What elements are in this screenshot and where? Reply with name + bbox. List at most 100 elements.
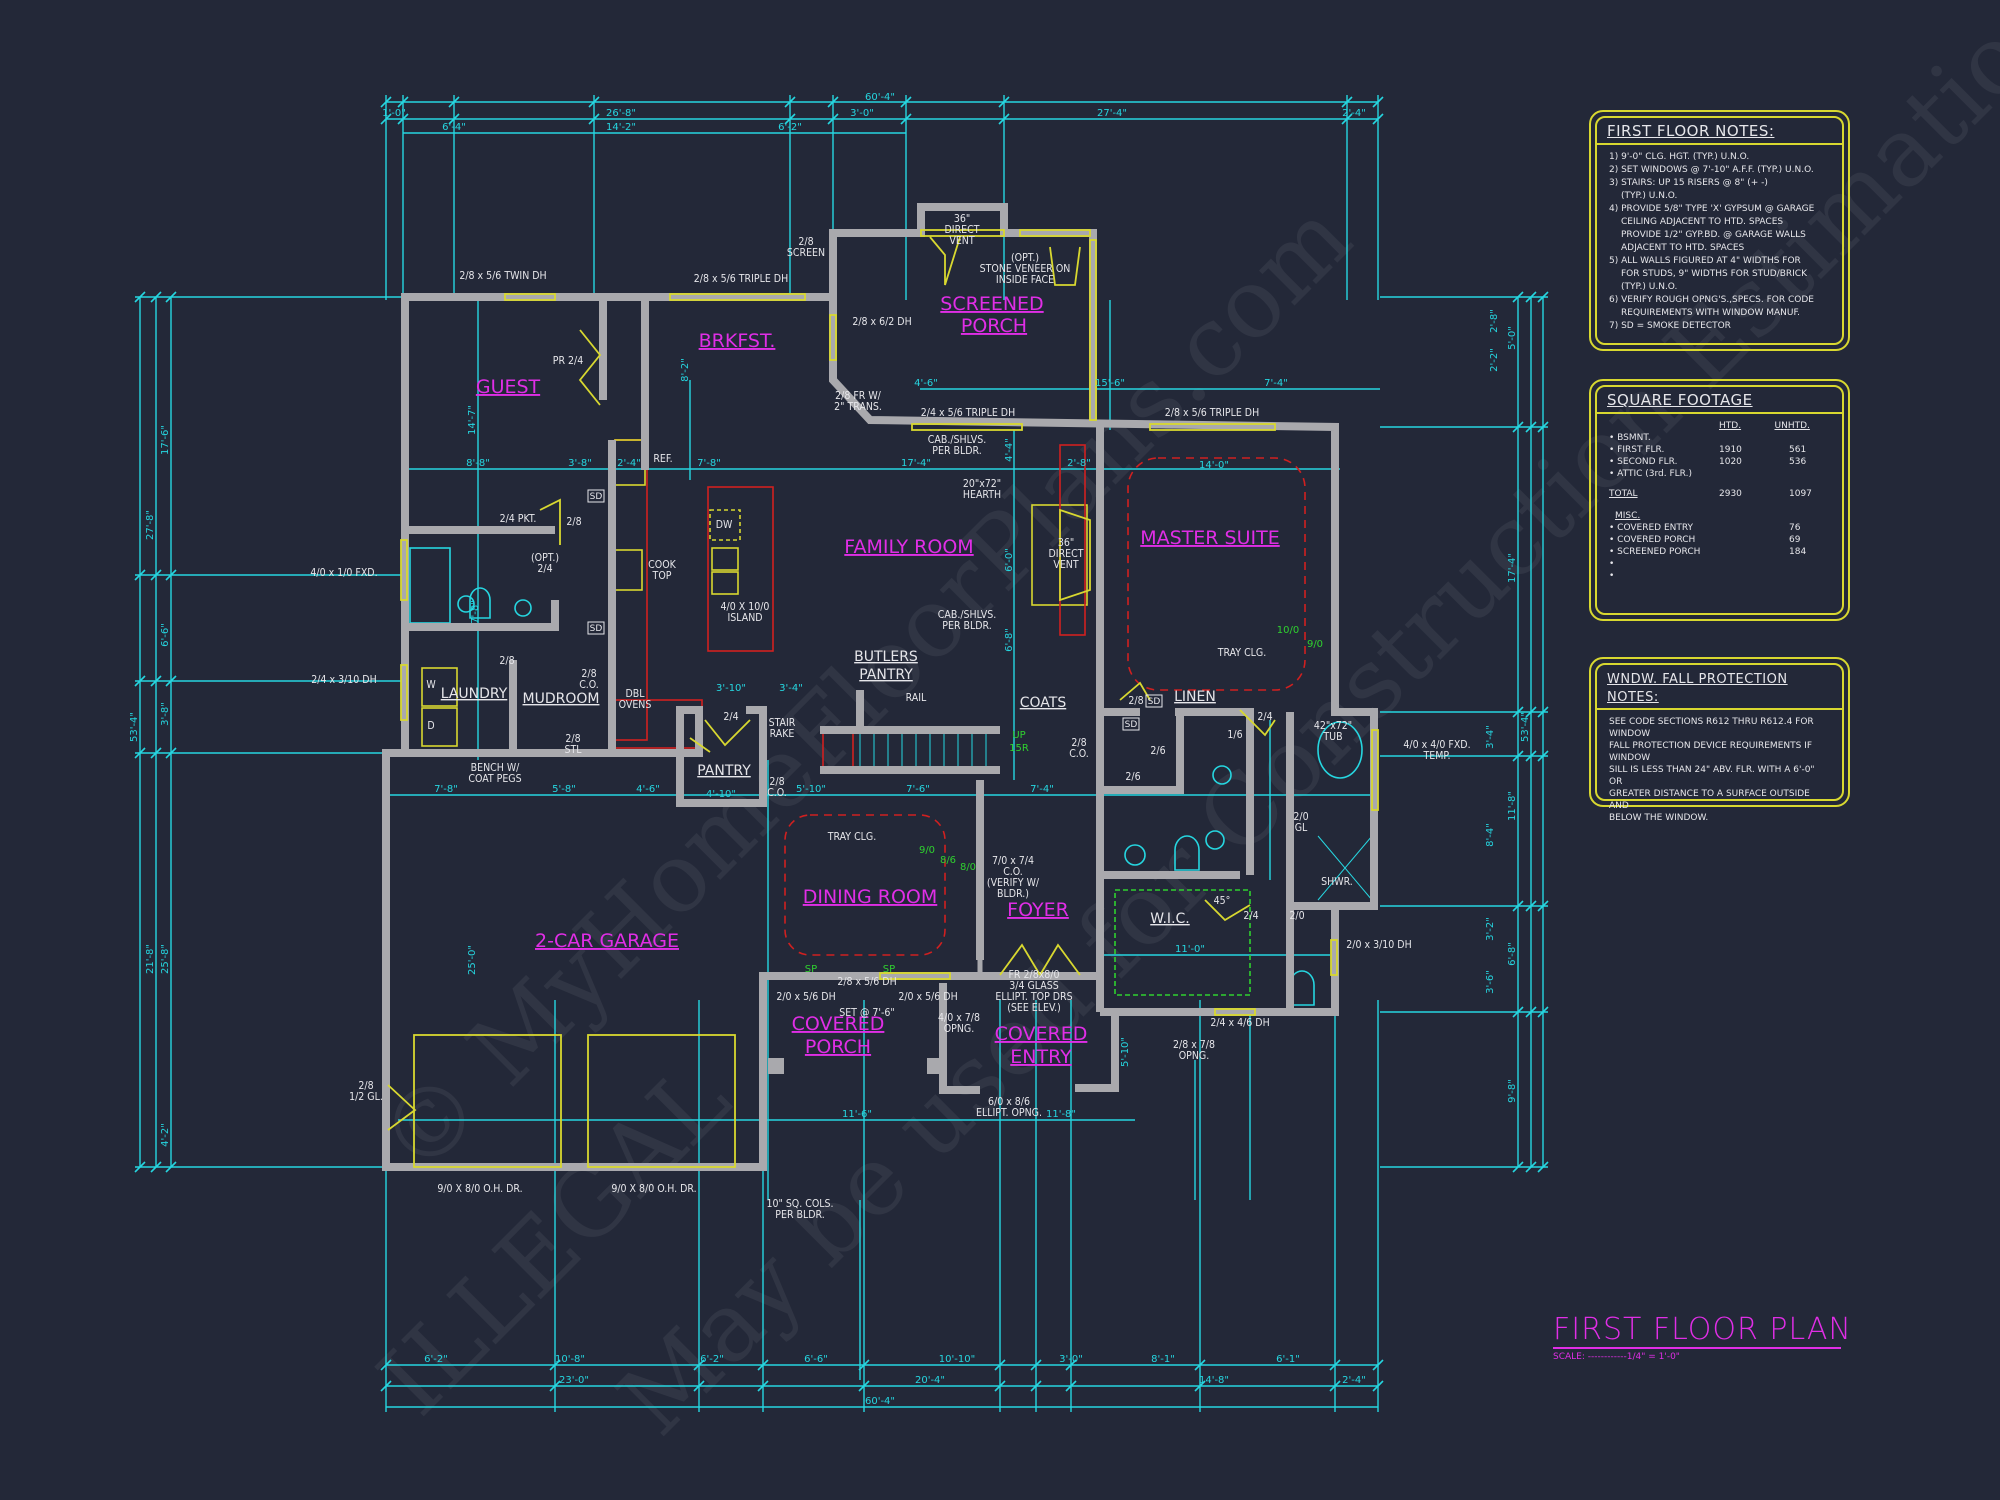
dimension-label: 3'-0" bbox=[850, 108, 874, 119]
room-label: MASTER SUITE bbox=[1140, 527, 1280, 549]
dimension-line bbox=[784, 96, 796, 108]
first-floor-notes-panel: FIRST FLOOR NOTES: 1) 9'-0" CLG. HGT. (T… bbox=[1589, 110, 1850, 351]
dimension-line bbox=[549, 1359, 561, 1371]
annotation: TRAY CLG. bbox=[1217, 647, 1267, 659]
dimension-line bbox=[1512, 750, 1524, 762]
annotation: 2/0 bbox=[1289, 910, 1304, 922]
dimension-label: 26'-8" bbox=[606, 108, 636, 119]
dimension-lines bbox=[134, 95, 1549, 1412]
room-label: MUDROOM bbox=[523, 691, 600, 707]
dimension-label: 3'-8" bbox=[568, 458, 592, 469]
dimension-label: 11'-0" bbox=[1175, 944, 1205, 955]
dimension-line bbox=[1329, 1359, 1341, 1371]
dimension-label: 5'-10" bbox=[796, 784, 826, 795]
dimension-line bbox=[397, 113, 409, 125]
dimension-label: 4'-4" bbox=[1004, 438, 1015, 462]
room-label: 2-CAR GARAGE bbox=[535, 930, 679, 952]
annotation: 2/8 bbox=[566, 516, 581, 528]
dimension-line bbox=[1194, 1359, 1206, 1371]
dimension-label: 3'-6" bbox=[1485, 970, 1496, 994]
window bbox=[1330, 939, 1338, 976]
dimension-line bbox=[134, 291, 146, 303]
dimension-label: 14'-8" bbox=[1199, 1375, 1229, 1386]
window bbox=[400, 664, 408, 721]
dimension-line bbox=[1065, 1380, 1077, 1392]
smoke-detector-icon bbox=[1145, 694, 1163, 708]
plumbing-fixture bbox=[1124, 844, 1146, 866]
window bbox=[669, 293, 806, 301]
note-line: 4) PROVIDE 5/8" TYPE 'X' GYPSUM @ GARAGE bbox=[1609, 204, 1815, 214]
smoke-detector-icon bbox=[1122, 717, 1140, 731]
fall-protection-line: SILL IS LESS THAN 24" ABV. FLR. WITH A 6… bbox=[1609, 765, 1815, 787]
annotation: 2/6 bbox=[1125, 771, 1140, 783]
wall bbox=[401, 203, 1097, 753]
dimension-line bbox=[165, 291, 177, 303]
smoke-detector-icon bbox=[587, 621, 605, 635]
note-line: CEILING ADJACENT TO HTD. SPACES bbox=[1621, 217, 1784, 227]
dimension-label: 7'-4" bbox=[1030, 784, 1054, 795]
dimension-label: 17'-4" bbox=[901, 458, 931, 469]
dimension-label: 3'-2" bbox=[1485, 917, 1496, 941]
sink bbox=[711, 571, 739, 595]
dimension-label: 3'-0" bbox=[1059, 1354, 1083, 1365]
fall-protection-line: SEE CODE SECTIONS R612 THRU R612.4 FOR W… bbox=[1609, 717, 1814, 739]
annotation: CAB./SHLVS.PER BLDR. bbox=[938, 609, 996, 632]
note-line: 5) ALL WALLS FIGURED AT 4" WIDTHS FOR bbox=[1609, 256, 1801, 266]
annotation: 4/0 x 1/0 FXD. bbox=[310, 567, 377, 579]
washer bbox=[421, 667, 458, 707]
dimension-line bbox=[827, 113, 839, 125]
door-swing bbox=[1119, 681, 1151, 701]
notes-title: FIRST FLOOR NOTES: bbox=[1597, 118, 1842, 145]
dimension-label: 10'-8" bbox=[555, 1354, 585, 1365]
bathtub bbox=[409, 547, 451, 624]
annotation: CAB./SHLVS.PER BLDR. bbox=[928, 434, 986, 457]
dimension-line bbox=[1537, 421, 1549, 433]
square-footage-panel: SQUARE FOOTAGE HTD.UNHTD. • BSMNT.• FIRS… bbox=[1589, 379, 1850, 621]
dimension-label: 8'-2" bbox=[680, 358, 691, 382]
room-label: FAMILY ROOM bbox=[844, 536, 973, 558]
dimension-label: 3'-10" bbox=[716, 683, 746, 694]
dimension-line bbox=[150, 675, 162, 687]
annotation: 2/4 x 5/6 TRIPLE DH bbox=[921, 407, 1015, 419]
dimension-line bbox=[165, 675, 177, 687]
dimension-label: 11'-6" bbox=[842, 1109, 872, 1120]
dimension-label: 7'-8" bbox=[434, 784, 458, 795]
dimension-line bbox=[1525, 706, 1537, 718]
window bbox=[879, 972, 951, 980]
dimension-label: 3'-4" bbox=[779, 683, 803, 694]
dimension-label: 4'-2" bbox=[160, 1123, 171, 1147]
room-label: COVERED bbox=[792, 1013, 885, 1035]
door-swing bbox=[578, 329, 602, 406]
fall-protection-line: BELOW THE WINDOW. bbox=[1609, 813, 1709, 823]
drawing-title-block: FIRST FLOOR PLAN SCALE: ------------1/4"… bbox=[1553, 1312, 1852, 1362]
annotation: 9/0 X 8/0 O.H. DR. bbox=[611, 1183, 696, 1195]
header-label: UP bbox=[1012, 730, 1025, 741]
smoke-detector-label: SD bbox=[590, 492, 603, 502]
dimension-line bbox=[757, 1359, 769, 1371]
note-line: 7) SD = SMOKE DETECTOR bbox=[1609, 321, 1731, 331]
annotation: 2/8 x 5/6 TRIPLE DH bbox=[694, 273, 788, 285]
dimension-label: 6'-8" bbox=[1507, 942, 1518, 966]
room-label: PANTRY bbox=[859, 667, 913, 683]
dimension-line bbox=[1341, 96, 1353, 108]
room-label: FOYER bbox=[1007, 899, 1069, 921]
kitchen-island bbox=[707, 486, 774, 652]
note-line: 1) 9'-0" CLG. HGT. (TYP.) U.N.O. bbox=[1609, 152, 1750, 162]
dimension-label: 6'-1" bbox=[1276, 1354, 1300, 1365]
drawing-title: FIRST FLOOR PLAN bbox=[1553, 1312, 1852, 1349]
dimension-label: 53'-4" bbox=[129, 712, 140, 742]
annotation: DW bbox=[716, 519, 733, 531]
dimension-line bbox=[1525, 900, 1537, 912]
windows-doors bbox=[387, 229, 1379, 1168]
annotation: 2/6 bbox=[1150, 745, 1165, 757]
dimension-line bbox=[1512, 1161, 1524, 1173]
note-line: (TYP.) U.N.O. bbox=[1621, 191, 1678, 201]
sink bbox=[711, 547, 739, 571]
dimension-line bbox=[1030, 1359, 1042, 1371]
